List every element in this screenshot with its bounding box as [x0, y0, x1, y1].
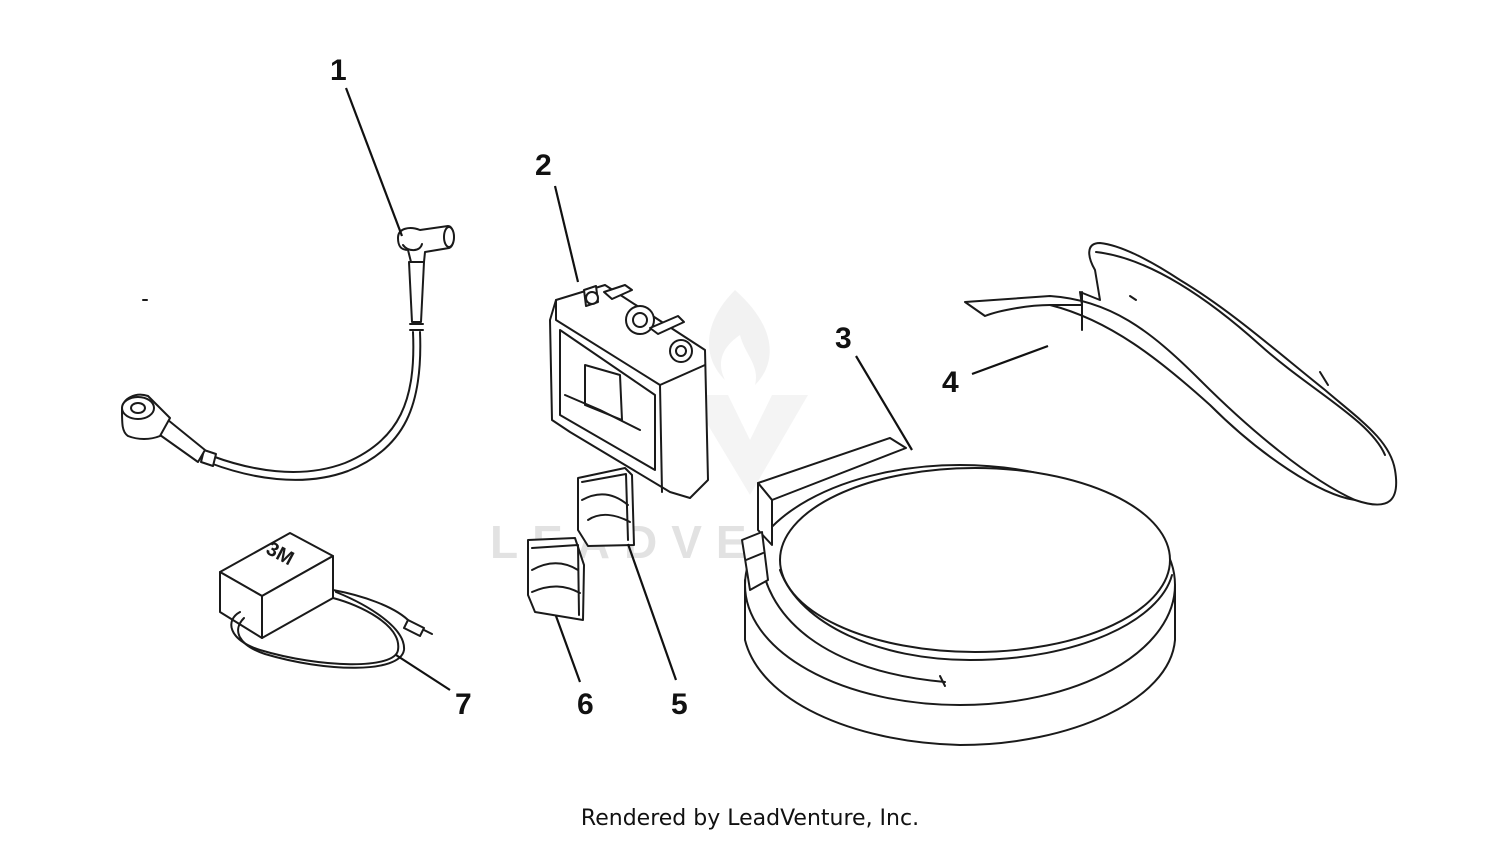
- callout-5: 5: [671, 688, 688, 721]
- part-6-clip: [527, 537, 585, 621]
- part-2-module: [549, 284, 709, 499]
- leader-7: [395, 654, 451, 691]
- callout-4: 4: [942, 366, 959, 399]
- leader-lines: [344, 87, 1049, 691]
- callout-6: 6: [577, 688, 594, 721]
- leader-4: [971, 344, 1049, 376]
- leader-5: [626, 543, 678, 681]
- leader-1: [344, 87, 404, 237]
- callout-numbers: 1 2 3 4 5 6 7: [330, 54, 959, 721]
- part-1-cable: [121, 225, 455, 481]
- leader-2: [553, 185, 580, 283]
- callout-2: 2: [535, 149, 552, 182]
- callout-7: 7: [455, 688, 472, 721]
- part-3-band: [741, 437, 1176, 746]
- leader-3: [855, 355, 913, 451]
- credit-text: Rendered by LeadVenture, Inc.: [580, 806, 920, 831]
- leader-6: [554, 615, 582, 683]
- watermark-logo: [690, 290, 808, 495]
- part-5-clip: [577, 467, 635, 547]
- part-4-strap: [964, 242, 1398, 506]
- callout-1: 1: [330, 54, 347, 87]
- callout-3: 3: [835, 322, 852, 355]
- part-7-3m-box: 3M: [219, 532, 433, 669]
